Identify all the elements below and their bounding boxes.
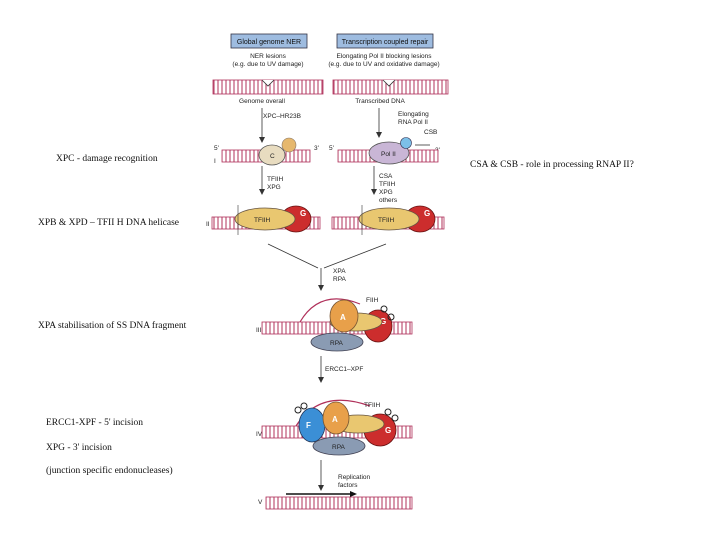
csa-label-4: others	[379, 197, 398, 204]
dna-strand-row-6	[265, 496, 413, 510]
global-genome-ner-box	[230, 33, 308, 49]
annotation-ercc1: ERCC1-XPF - 5' incision	[46, 418, 143, 428]
g-3-label: G	[380, 317, 386, 326]
replication-label-1: Replication	[338, 474, 371, 481]
transcription-coupled-box	[336, 33, 434, 49]
pol2-protein	[368, 141, 410, 165]
sub-right-1: Elongating Pol II blocking lesions	[336, 53, 432, 60]
annotation-endonucleases: (junction specific endonucleases)	[46, 466, 173, 476]
hr23b-protein	[281, 137, 297, 153]
csa-label-1: CSA	[379, 173, 393, 180]
lesion-right	[382, 79, 396, 87]
tfiih-box-right: TFIIH	[378, 217, 395, 224]
xpf-protein-4	[298, 407, 326, 443]
annotation-xpc: XPC - damage recognition	[56, 154, 158, 164]
elongating-label-1: Elongating	[398, 111, 429, 118]
csa-label-2: TFIIH	[379, 181, 396, 188]
lesion-left	[261, 79, 275, 87]
pol2-label: Pol II	[381, 151, 396, 158]
g-right-label: G	[424, 209, 430, 218]
sub-left-2: (e.g. due to UV damage)	[232, 61, 303, 68]
tfiih-label-2: XPG	[267, 184, 281, 191]
a-3-label: A	[340, 313, 346, 322]
genome-overall-label: Genome overall	[239, 98, 285, 105]
roman-4: IV	[256, 431, 263, 438]
roman-3: III	[256, 327, 262, 334]
annotation-xpa: XPA stabilisation of SS DNA fragment	[38, 321, 187, 331]
rpa-3-label: RPA	[330, 340, 344, 347]
tfiih-left	[234, 207, 296, 231]
fiih-3-label: FIIH	[366, 297, 379, 304]
f-4-label: F	[306, 421, 311, 430]
rpa-protein-4	[312, 436, 366, 456]
annotation-xpg: XPG - 3' incision	[46, 443, 112, 453]
xpc-hr23b-label: XPC–HR23B	[263, 113, 301, 120]
converge-arrow-right	[323, 243, 387, 269]
xpc-protein	[258, 144, 286, 166]
header-left: Global genome NER	[237, 39, 301, 46]
five-prime-a: 5'	[214, 145, 219, 152]
three-prime-a: 3'	[314, 145, 319, 152]
xpa-protein-4	[322, 401, 350, 435]
transcribed-dna-label: Transcribed DNA	[355, 98, 405, 105]
scissors-icon-3	[380, 305, 388, 313]
a-4-label: A	[332, 415, 338, 424]
g-left-label: G	[300, 209, 306, 218]
rpa-4-label: RPA	[332, 444, 346, 451]
csa-label-3: XPG	[379, 189, 393, 196]
xpa-label-1: XPA	[333, 268, 346, 275]
sub-right-2: (e.g. due to UV and oxidative damage)	[328, 61, 439, 68]
c-label: C	[270, 153, 275, 160]
annotation-xpb-xpd: XPB & XPD – TFII H DNA helicase	[38, 218, 180, 228]
ercc1-xpf-label: ERCC1–XPF	[325, 366, 363, 373]
csb-label: CSB	[424, 129, 437, 136]
elongating-label-2: RNA Pol II	[398, 119, 428, 126]
tfiih-label-1: TFIIH	[267, 176, 284, 183]
tfiih-4-label: TFIIH	[364, 402, 381, 409]
scissors-icon-4a	[294, 406, 302, 414]
header-right: Transcription coupled repair	[342, 39, 429, 46]
xpa-protein-3	[329, 299, 359, 333]
roman-1: I	[214, 158, 216, 165]
converge-arrow-left	[267, 243, 319, 269]
xpa-label-2: RPA	[333, 276, 347, 283]
tfiih-right	[358, 207, 420, 231]
replication-label-2: factors	[338, 482, 358, 489]
rpa-protein-3	[310, 332, 364, 352]
g-4-label: G	[385, 426, 391, 435]
annotation-csa-csb: CSA & CSB - role in processing RNAP II?	[470, 160, 634, 170]
ss-dna-bubble-3	[299, 298, 361, 323]
roman-2: II	[206, 221, 210, 228]
five-prime-b: 5'	[329, 145, 334, 152]
csb-protein	[400, 137, 412, 149]
sub-left-1: NER lesions	[250, 53, 287, 60]
tfiih-box-left: TFIIH	[254, 217, 271, 224]
scissors-icon-4b	[384, 408, 392, 416]
roman-5: V	[258, 499, 263, 506]
